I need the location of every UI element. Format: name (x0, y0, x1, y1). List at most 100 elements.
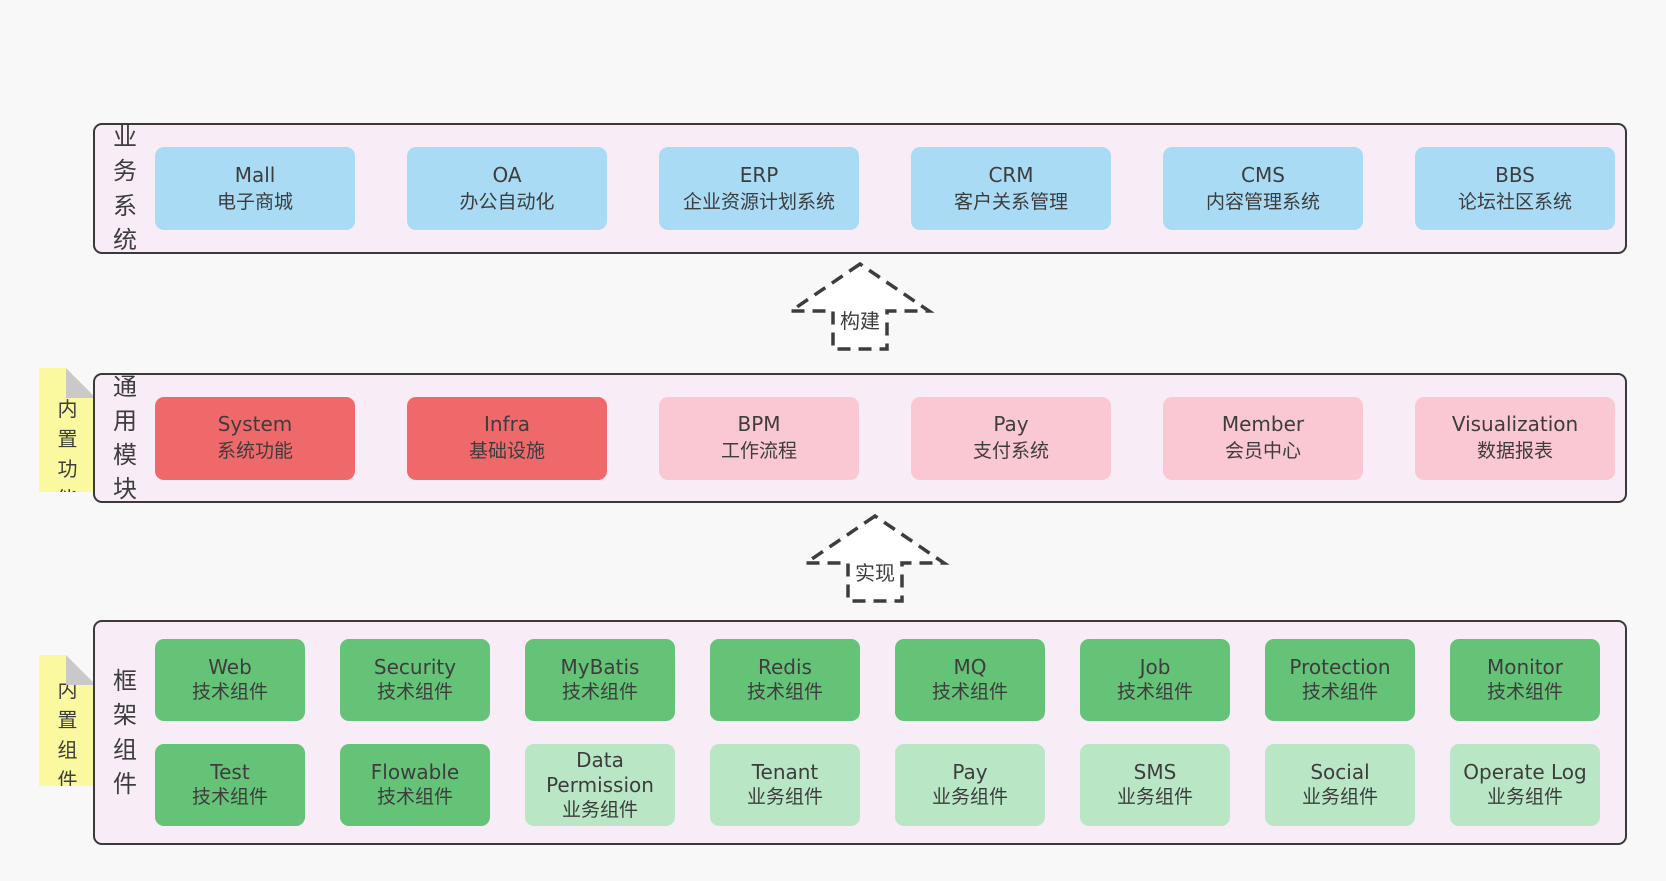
component-name-zh: 技术组件 (561, 681, 638, 703)
component-name-zh: 数据报表 (1476, 440, 1553, 462)
component-name-en: MQ (953, 655, 987, 679)
component-row: Mall 电子商城 OA 办公自动化 ERP 企业资源计划系统 CRM 客户关系管理 CMS 内容… (155, 147, 1625, 230)
section-label-business-systems: 业务系统 (113, 123, 137, 254)
component-name-en: BPM (737, 412, 781, 436)
component-name-zh: 办公自动化 (459, 190, 555, 213)
component-name-en: Web (208, 655, 252, 679)
component-name-zh: 技术组件 (191, 786, 268, 808)
component-name-en: Flowable (370, 760, 460, 784)
component-name-zh: 工作流程 (720, 440, 797, 462)
component-box-pay: Pay 支付系统 (911, 396, 1111, 480)
component-name-en: Tenant (751, 760, 819, 784)
component-box-cms: CMS 内容管理系统 (1163, 147, 1363, 230)
component-box-visualization: Visualization 数据报表 (1415, 396, 1615, 480)
component-name-zh: 业务组件 (1116, 786, 1193, 808)
component-name-en: Pay (993, 412, 1029, 436)
section-label-common-modules: 通用模块 (113, 372, 137, 504)
component-name-zh: 业务组件 (746, 786, 823, 808)
sticky-tag-built-in-components: 内置组件 (39, 655, 96, 786)
component-name-zh: 业务组件 (561, 798, 638, 821)
component-name-en: Redis (758, 655, 812, 679)
component-name-zh: 内容管理系统 (1205, 190, 1320, 213)
component-name-en: CMS (1241, 162, 1285, 187)
component-name-zh: 技术组件 (746, 681, 823, 703)
sticky-tag-built-in-features: 内置功能 (39, 368, 96, 492)
component-name-zh: 支付系统 (972, 440, 1049, 462)
component-name-en: Security (373, 655, 457, 679)
component-name-en: Infra (483, 412, 531, 436)
component-name-en: Mall (234, 162, 276, 187)
component-name-en: BBS (1495, 162, 1535, 187)
component-name-zh: 业务组件 (1486, 786, 1563, 808)
build-arrow: 构建 (785, 261, 935, 353)
component-name-en: Social (1310, 760, 1370, 784)
component-row: System 系统功能 Infra 基础设施 BPM 工作流程 Pay 支付系统 Member 会… (155, 396, 1625, 480)
component-name-zh: 技术组件 (931, 681, 1008, 703)
component-name-en: MyBatis (560, 655, 640, 679)
component-name-zh: 企业资源计划系统 (682, 190, 835, 213)
component-box-member: Member 会员中心 (1163, 396, 1363, 480)
component-name-zh: 技术组件 (1116, 681, 1193, 703)
component-name-en: Data Permission (546, 747, 654, 797)
component-box-erp: ERP 企业资源计划系统 (659, 147, 859, 230)
component-name-en: Protection (1289, 655, 1391, 679)
component-name-zh: 技术组件 (376, 786, 453, 808)
section-label-framework-components: 框架组件 (113, 667, 137, 798)
component-name-zh: 论坛社区系统 (1457, 190, 1572, 213)
common-modules-boxes: System 系统功能 Infra 基础设施 BPM 工作流程 Pay 支付系统 Member 会… (155, 375, 1625, 501)
component-name-en: CRM (988, 162, 1034, 187)
sticky-tag-label: 内置功能 (57, 397, 78, 511)
component-name-en: Monitor (1486, 655, 1564, 679)
section-common-modules: 通用模块 System 系统功能 Infra 基础设施 BPM 工作流程 Pay 支付系统 Me… (93, 373, 1627, 503)
component-name-zh: 技术组件 (191, 681, 268, 703)
component-name-en: ERP (739, 162, 779, 187)
component-name-zh: 系统功能 (216, 440, 293, 462)
component-name-en: Member (1221, 412, 1305, 436)
component-name-en: Test (210, 760, 250, 784)
implement-arrow: 实现 (800, 513, 950, 605)
component-name-en: Visualization (1451, 412, 1579, 436)
component-name-zh: 会员中心 (1224, 440, 1301, 462)
component-box-infra: Infra 基础设施 (407, 396, 607, 480)
component-name-en: System (217, 412, 293, 436)
component-box-mall: Mall 电子商城 (155, 147, 355, 230)
component-name-zh: 电子商城 (216, 190, 293, 213)
implement-arrow-label: 实现 (852, 557, 898, 586)
component-box-bbs: BBS 论坛社区系统 (1415, 147, 1615, 230)
component-box-crm: CRM 客户关系管理 (911, 147, 1111, 230)
build-arrow-label: 构建 (837, 305, 883, 334)
component-name-en: Operate Log (1463, 760, 1587, 784)
component-name-zh: 技术组件 (1486, 681, 1563, 703)
component-name-en: Pay (952, 760, 988, 784)
component-name-zh: 客户关系管理 (953, 190, 1068, 213)
component-box-system: System 系统功能 (155, 396, 355, 480)
component-name-zh: 技术组件 (1301, 681, 1378, 703)
component-box-bpm: BPM 工作流程 (659, 396, 859, 480)
component-name-zh: 业务组件 (931, 786, 1008, 808)
component-name-zh: 基础设施 (468, 440, 545, 462)
sticky-tag-label: 内置组件 (57, 678, 78, 792)
section-business-systems: 业务系统 Mall 电子商城 OA 办公自动化 ERP 企业资源计划系统 CRM 客户关系管理… (93, 123, 1627, 254)
component-name-en: OA (492, 162, 522, 187)
component-name-en: SMS (1133, 760, 1177, 784)
component-name-en: Job (1139, 655, 1171, 679)
component-name-zh: 业务组件 (1301, 786, 1378, 808)
